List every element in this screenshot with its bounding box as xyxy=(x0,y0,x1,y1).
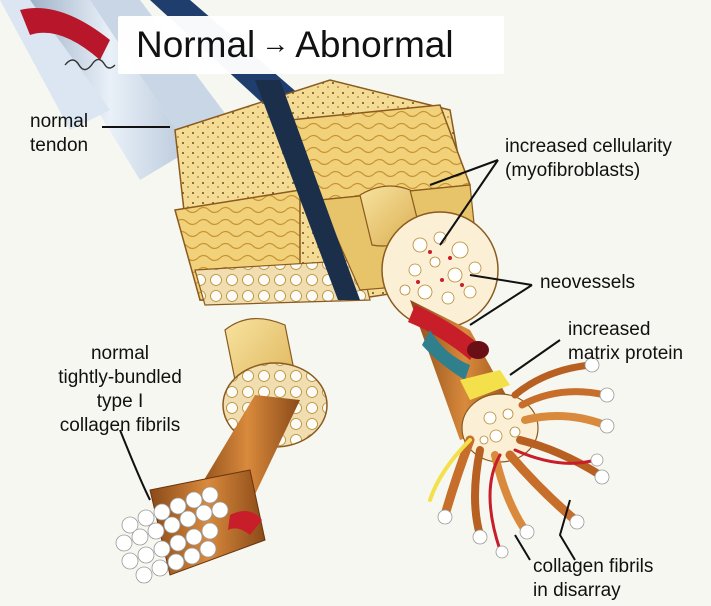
label-cellularity: increased cellularity (myofibroblasts) xyxy=(505,135,672,183)
label-line: normal xyxy=(30,110,88,134)
label-line: in disarray xyxy=(533,579,653,603)
title-arrow: → xyxy=(255,28,295,59)
label-line: increased cellularity xyxy=(505,135,672,159)
label-normal-fibrils: normal tightly-bundled type I collagen f… xyxy=(30,342,210,438)
title-normal: Normal xyxy=(136,24,255,65)
title-abnormal: Abnormal xyxy=(295,24,453,65)
label-line: tendon xyxy=(30,134,88,158)
label-matrix-protein: increased matrix protein xyxy=(568,318,683,366)
label-line: neovessels xyxy=(540,271,635,295)
diagram-title: Normal→Abnormal xyxy=(118,16,504,74)
label-line: collagen fibrils xyxy=(30,414,210,438)
label-line: collagen fibrils xyxy=(533,555,653,579)
label-line: tightly-bundled xyxy=(30,366,210,390)
label-line: increased xyxy=(568,318,683,342)
label-neovessels: neovessels xyxy=(540,271,635,295)
label-line: normal xyxy=(30,342,210,366)
neovessel-lumen xyxy=(467,341,489,359)
label-disarray: collagen fibrils in disarray xyxy=(533,555,653,603)
label-line: matrix protein xyxy=(568,342,683,366)
label-line: (myofibroblasts) xyxy=(505,159,672,183)
label-normal-tendon: normal tendon xyxy=(30,110,88,158)
label-line: type I xyxy=(30,390,210,414)
